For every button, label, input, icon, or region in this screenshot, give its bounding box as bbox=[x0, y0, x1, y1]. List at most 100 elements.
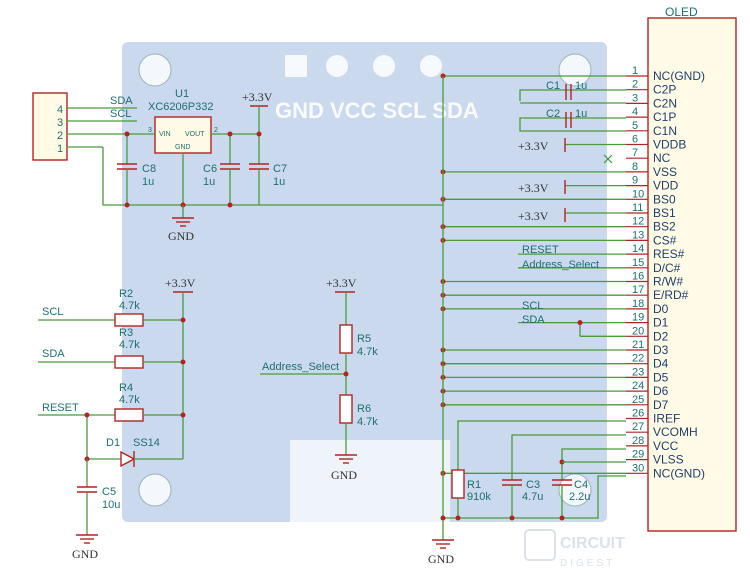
vcc-vlss-wiring bbox=[440, 461, 626, 521]
oled-pin-7-name: NC bbox=[653, 151, 671, 165]
oled-pin-10-name: BS0 bbox=[653, 192, 676, 206]
oled-pin-16-number: 16 bbox=[632, 271, 644, 283]
ground-bus: GND bbox=[428, 76, 454, 566]
u1-gnd-label: GND bbox=[175, 144, 191, 151]
oled-board-image: GND VCC SCL SDA bbox=[122, 42, 607, 525]
capacitor-c8: C8 1u bbox=[117, 131, 156, 208]
oled-pin-14-number: 14 bbox=[632, 243, 644, 255]
supply-bs1-label: +3.3V bbox=[518, 209, 549, 223]
c1-ref: C1 bbox=[546, 80, 560, 92]
ground-c5-label: GND bbox=[72, 547, 98, 561]
oled-pin-2-name: C2P bbox=[653, 83, 676, 97]
r6-ref: R6 bbox=[357, 403, 371, 415]
oled-pin-22-name: D4 bbox=[653, 357, 669, 371]
oled-pin-4-number: 4 bbox=[632, 106, 638, 118]
oled-pin-3-number: 3 bbox=[632, 92, 638, 104]
c6-value: 1u bbox=[203, 176, 215, 188]
oled-pin-22-number: 22 bbox=[632, 353, 644, 365]
supply-vdd-label: +3.3V bbox=[518, 181, 549, 195]
oled-pin-30-number: 30 bbox=[632, 462, 644, 474]
oled-pin-5-name: C1N bbox=[653, 124, 677, 138]
oled-pin-27-number: 27 bbox=[632, 421, 644, 433]
resistor-r3: R3 4.7k bbox=[114, 327, 186, 369]
c2-ref: C2 bbox=[546, 108, 560, 120]
u1-value: XC6206P332 bbox=[148, 101, 213, 113]
r2-value: 4.7k bbox=[119, 300, 140, 312]
c8-value: 1u bbox=[142, 176, 154, 188]
oled-pin-13-number: 13 bbox=[632, 229, 644, 241]
board-silkscreen: GND VCC SCL SDA bbox=[275, 98, 479, 123]
supply-divider: +3.3V bbox=[326, 276, 357, 325]
u1-vout-label: VOUT bbox=[185, 131, 205, 138]
regulator-u1: U1 XC6206P332 VIN VOUT GND 3 2 bbox=[148, 88, 259, 205]
pin-header: 4 3 2 1 SDA SCL bbox=[32, 92, 443, 206]
oled-pin-10-number: 10 bbox=[632, 188, 644, 200]
c4-ref: C4 bbox=[574, 479, 588, 491]
supply-u1: +3.3V bbox=[242, 90, 273, 134]
r1-ref: R1 bbox=[467, 479, 481, 491]
oled-pin-8-name: VSS bbox=[653, 165, 677, 179]
resistor-r5: R5 4.7k bbox=[339, 324, 378, 358]
oled-net-scl: SCL bbox=[522, 300, 543, 312]
oled-net-reset: RESET bbox=[522, 244, 559, 256]
oled-pin-2-number: 2 bbox=[632, 79, 638, 91]
oled-pin-24-number: 24 bbox=[632, 380, 644, 392]
resistor-r2: R2 4.7k bbox=[114, 288, 186, 327]
supply-pullups-label: +3.3V bbox=[165, 276, 196, 290]
oled-pin-25-number: 25 bbox=[632, 394, 644, 406]
r6-value: 4.7k bbox=[357, 416, 378, 428]
header-net-sda: SDA bbox=[110, 95, 133, 107]
oled-pin-19-number: 19 bbox=[632, 312, 644, 324]
oled-pin-15-name: D/C# bbox=[653, 261, 681, 275]
capacitor-c5: C5 10u GND bbox=[72, 459, 120, 561]
u1-ref: U1 bbox=[175, 88, 189, 100]
capacitor-c1: C1 1u bbox=[519, 80, 626, 104]
r5-value: 4.7k bbox=[357, 346, 378, 358]
oled-pin-23-name: D5 bbox=[653, 370, 669, 384]
net-sda-label: SDA bbox=[42, 348, 65, 360]
supply-bs1: +3.3V bbox=[518, 208, 566, 223]
c2-value: 1u bbox=[575, 108, 587, 120]
net-sda: SDA bbox=[38, 348, 115, 363]
oled-title: OLED bbox=[665, 5, 698, 19]
u1-pin2: 2 bbox=[214, 127, 218, 134]
header-pin-2: 2 bbox=[57, 130, 63, 142]
net-scl: SCL bbox=[38, 306, 115, 321]
watermark: CIRCUIT DIGEST bbox=[524, 529, 625, 569]
r4-value: 4.7k bbox=[119, 394, 140, 406]
supply-vdd: +3.3V bbox=[518, 180, 566, 195]
resistor-r6: R6 4.7k GND bbox=[331, 394, 378, 482]
oled-pin-11-name: BS1 bbox=[653, 206, 676, 220]
c7-value: 1u bbox=[273, 176, 285, 188]
oled-pin-25-name: D7 bbox=[653, 398, 669, 412]
oled-pin-9-number: 9 bbox=[632, 175, 638, 187]
c7-ref: C7 bbox=[273, 163, 287, 175]
net-scl-label: SCL bbox=[42, 306, 63, 318]
oled-pin-6-number: 6 bbox=[632, 134, 638, 146]
oled-pin-17-number: 17 bbox=[632, 284, 644, 296]
oled-pin-18-number: 18 bbox=[632, 298, 644, 310]
oled-pin-26-name: IREF bbox=[653, 412, 680, 426]
c5-value: 10u bbox=[102, 499, 120, 511]
capacitor-c4: C4 2.2u bbox=[552, 448, 626, 518]
oled-pin-12-number: 12 bbox=[632, 216, 644, 228]
oled-pin-18-name: D0 bbox=[653, 302, 669, 316]
c6-ref: C6 bbox=[203, 163, 217, 175]
r2-ref: R2 bbox=[119, 288, 133, 300]
net-reset-label: RESET bbox=[42, 402, 79, 414]
oled-pin-13-name: CS# bbox=[653, 233, 677, 247]
ground-r6-label: GND bbox=[331, 468, 357, 482]
ground-u1-label: GND bbox=[168, 229, 194, 243]
oled-pin-3-name: C2N bbox=[653, 96, 677, 110]
watermark-line2: DIGEST bbox=[560, 558, 615, 569]
oled-pin-14-name: RES# bbox=[653, 247, 685, 261]
diode-d1: D1 SS14 bbox=[84, 412, 183, 468]
oled-pin-21-number: 21 bbox=[632, 339, 644, 351]
oled-net-sda: SDA bbox=[522, 314, 545, 326]
oled-pin-27-name: VCOMH bbox=[653, 425, 698, 439]
c3-ref: C3 bbox=[526, 479, 540, 491]
net-address-select-label: Address_Select bbox=[262, 361, 339, 373]
c8-ref: C8 bbox=[142, 163, 156, 175]
header-net-scl: SCL bbox=[110, 108, 131, 120]
